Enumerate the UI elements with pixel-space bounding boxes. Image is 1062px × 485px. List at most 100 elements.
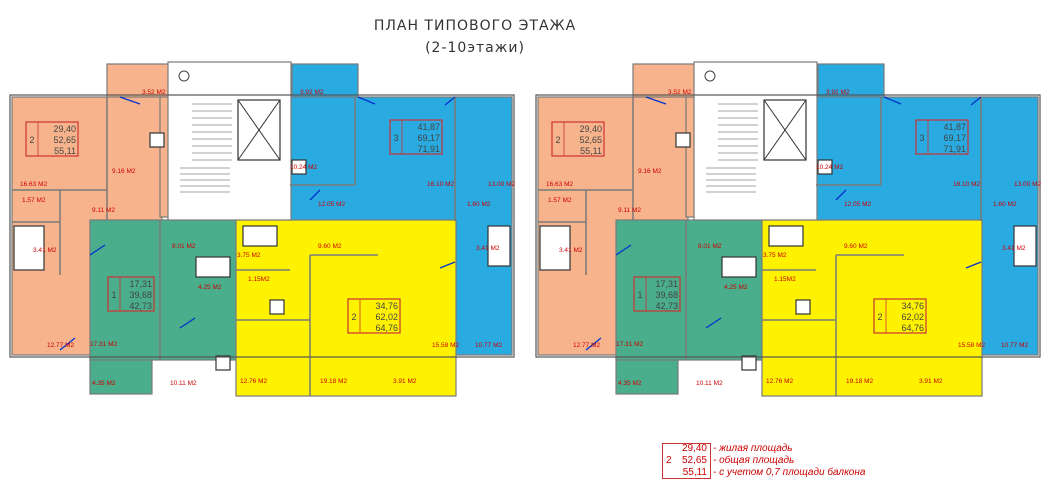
- room-area-label: 1.57 M2: [22, 197, 46, 204]
- bathtub: [487, 225, 511, 267]
- apartment-balcony-area: 55,11: [54, 146, 76, 156]
- stove: [675, 132, 691, 148]
- bathtub: [1013, 225, 1037, 267]
- window-mark: [444, 96, 456, 106]
- apartment-label-box: [25, 121, 79, 157]
- apartment-balcony-area: 71,91: [943, 144, 966, 154]
- bathtub: [242, 225, 278, 247]
- apartment-living-area: 29,40: [579, 124, 602, 134]
- room-area-label: 12.05 M2: [844, 201, 871, 208]
- bathtub: [768, 225, 804, 247]
- room-area-label: 17.31 M2: [90, 341, 117, 348]
- legend-total-text: - общая площадь: [713, 455, 795, 466]
- elevator-cross: [237, 99, 281, 161]
- legend-rooms: 2: [666, 455, 672, 466]
- room-area-label: 9.60 M2: [318, 243, 342, 250]
- shaft-symbol: [178, 70, 190, 82]
- room-area-label: 1.60 M2: [467, 201, 491, 208]
- apartment-living-area: 41,87: [943, 122, 966, 132]
- window-mark: [970, 96, 982, 106]
- room-area-label: 10.24 M2: [290, 164, 317, 171]
- stove: [215, 355, 231, 371]
- room-area-label: 16.63 M2: [20, 181, 47, 188]
- plan-subtitle: (2-10этажи): [425, 40, 525, 56]
- room-area-label: 1.57 M2: [548, 197, 572, 204]
- apartment-rooms: 2: [351, 312, 356, 322]
- apartment-balcony-area: 64,76: [375, 323, 398, 333]
- room-area-label: 4.25 M2: [198, 284, 222, 291]
- window-mark: [439, 261, 456, 269]
- room-area-label: 8.01 M2: [698, 243, 722, 250]
- apartment-total-area: 69,17: [417, 133, 440, 143]
- room-area-label: 1.60 M2: [993, 201, 1017, 208]
- apartment-rooms: 2: [29, 135, 34, 145]
- apartment-label-box: [107, 276, 155, 312]
- apartment-1-room: [89, 219, 243, 361]
- room-area-label: 13.00 M2: [488, 181, 515, 188]
- apartment-label-box: [551, 121, 605, 157]
- room-area-label: 3.75 M2: [763, 252, 787, 259]
- room-area-label: 3.75 M2: [237, 252, 261, 259]
- apartment-balcony-area: 42,73: [655, 301, 678, 311]
- apartment-living-area: 41,87: [417, 122, 440, 132]
- room-area-label: 10.77 M2: [475, 342, 502, 349]
- room-area-label: 9.16 M2: [638, 168, 662, 175]
- room-area-label: 4.35 M2: [92, 380, 116, 387]
- balcony: [615, 357, 679, 395]
- apartment-balcony-area: 55,11: [580, 146, 602, 156]
- legend-living-text: - жилая площадь: [713, 443, 793, 454]
- window-mark: [835, 189, 847, 201]
- apartment-rooms: 2: [555, 135, 560, 145]
- floor-plan: 229,4052,6555,11341,8769,1771,91117,3139…: [9, 61, 1041, 397]
- apartment-total-area: 39,68: [655, 290, 678, 300]
- room-area-label: 3.91 M2: [919, 378, 943, 385]
- window-mark: [645, 96, 667, 105]
- plan-title: ПЛАН ТИПОВОГО ЭТАЖА: [373, 18, 577, 34]
- room-area-label: 4.25 M2: [724, 284, 748, 291]
- apartment-living-area: 17,31: [655, 279, 678, 289]
- room-area-label: 4.35 M2: [618, 380, 642, 387]
- room-area-label: 16.10 M2: [427, 181, 454, 188]
- room-area-label: 3.41 M2: [476, 245, 500, 252]
- window-mark: [357, 96, 376, 105]
- window-mark: [179, 317, 196, 329]
- room-area-label: 1.15M2: [248, 276, 270, 283]
- room-area-label: 3.92 M2: [826, 89, 850, 96]
- stove: [741, 355, 757, 371]
- apartment-total-area: 52,65: [579, 135, 602, 145]
- apartment-rooms: 1: [637, 290, 642, 300]
- room-area-label: 10.24 M2: [816, 164, 843, 171]
- apartment-rooms: 2: [877, 312, 882, 322]
- apartment-balcony-area: 71,91: [417, 144, 440, 154]
- bathtub: [721, 256, 757, 278]
- room-area-label: 12.76 M2: [240, 378, 267, 385]
- room-area-label: 10.11 M2: [696, 380, 723, 387]
- bathtub: [13, 225, 45, 271]
- apartment-rooms: 1: [111, 290, 116, 300]
- stove: [817, 159, 833, 175]
- apartment-rooms: 3: [393, 133, 398, 143]
- room-area-label: 3.41 M2: [33, 247, 57, 254]
- legend-box: [662, 443, 711, 479]
- room-area-label: 9.16 M2: [112, 168, 136, 175]
- stove: [291, 159, 307, 175]
- window-mark: [705, 317, 722, 329]
- room-area-label: 9.60 M2: [844, 243, 868, 250]
- legend-row-living: 29,40- жилая площадь: [662, 443, 793, 455]
- apartment-balcony-area: 64,76: [901, 323, 924, 333]
- room-area-label: 8.01 M2: [172, 243, 196, 250]
- apartment-label-box: [633, 276, 681, 312]
- room-area-label: 3.52 M2: [142, 89, 166, 96]
- balcony: [106, 63, 170, 99]
- apartment-living-area: 29,40: [53, 124, 76, 134]
- room-area-label: 3.52 M2: [668, 89, 692, 96]
- room-area-label: 3.41 M2: [559, 247, 583, 254]
- stove: [269, 299, 285, 315]
- window-mark: [883, 96, 902, 105]
